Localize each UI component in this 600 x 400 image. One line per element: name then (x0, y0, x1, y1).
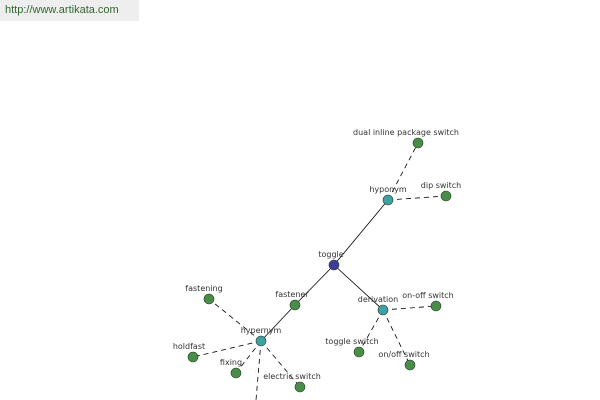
node-electric-switch[interactable] (294, 381, 306, 393)
edge-hyponym-to-dual-inline-package-switch (387, 142, 419, 201)
label-holdfast[interactable]: holdfast (173, 342, 205, 351)
node-toggle[interactable] (328, 259, 340, 271)
label-fixing[interactable]: fixing (220, 358, 242, 367)
edge-derivation-to-toggle-switch (358, 309, 384, 353)
node-holdfast[interactable] (187, 351, 199, 363)
node-fastener[interactable] (289, 299, 301, 311)
node-fastening[interactable] (203, 293, 215, 305)
label-derivation[interactable]: derivation (358, 295, 398, 304)
edge-hypernym-to-fixing (235, 340, 262, 374)
graph-labels: toggle hyponym derivation hypernym fastener d… (173, 128, 461, 381)
node-derivation[interactable] (377, 304, 389, 316)
edge-hypernym-to-electric-switch (260, 340, 301, 388)
site-url-link[interactable]: http://www.artikata.com (0, 0, 139, 21)
label-hypernym[interactable]: hypernym (241, 326, 282, 335)
node-dip-switch[interactable] (440, 190, 452, 202)
edge-toggle-to-fastener (294, 264, 335, 306)
node-toggle-switch[interactable] (353, 346, 365, 358)
edge-hypernym-to-offscreen-below (255, 340, 262, 400)
edge-hypernym-to-fastening (208, 298, 262, 342)
edge-hypernym-to-holdfast (192, 340, 262, 358)
graph-edges (192, 142, 447, 400)
label-hyponym[interactable]: hyponym (369, 185, 407, 194)
edge-hyponym-to-dip-switch (387, 195, 447, 201)
graph-nodes (187, 137, 452, 393)
edge-derivation-to-on-off-switch (382, 305, 437, 311)
node-on-off-switch[interactable] (430, 300, 442, 312)
label-dual-inline-package-switch[interactable]: dual inline package switch (353, 128, 459, 137)
label-dip-switch[interactable]: dip switch (421, 181, 461, 190)
label-fastener[interactable]: fastener (275, 290, 309, 299)
label-toggle[interactable]: toggle (318, 250, 343, 259)
edge-toggle-to-hyponym (333, 199, 389, 266)
edge-toggle-to-derivation (333, 264, 384, 311)
label-electric-switch[interactable]: electric switch (263, 372, 321, 381)
node-fixing[interactable] (230, 367, 242, 379)
edge-derivation-to-on-slash-off-switch (382, 309, 411, 366)
node-hypernym[interactable] (255, 335, 267, 347)
label-toggle-switch[interactable]: toggle switch (325, 337, 378, 346)
label-on-slash-off-switch[interactable]: on/off switch (378, 350, 429, 359)
label-on-off-switch[interactable]: on-off switch (402, 291, 454, 300)
label-fastening[interactable]: fastening (185, 284, 222, 293)
node-hyponym[interactable] (382, 194, 394, 206)
node-on-slash-off-switch[interactable] (404, 359, 416, 371)
edge-fastener-to-hypernym (260, 304, 296, 342)
node-dual-inline-package-switch[interactable] (412, 137, 424, 149)
